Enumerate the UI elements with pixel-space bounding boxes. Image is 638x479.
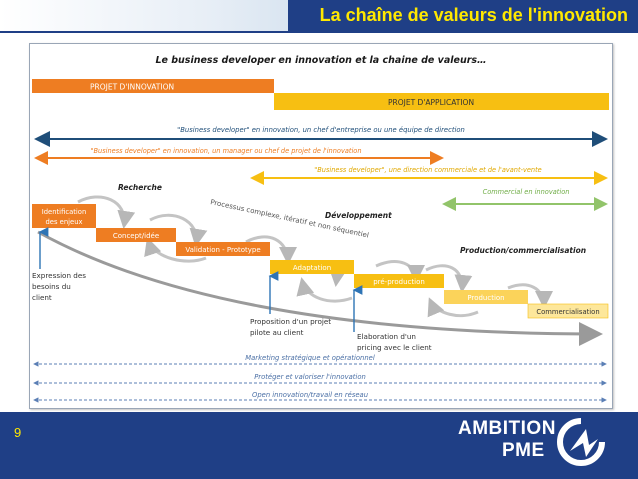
svg-text:Expression des: Expression des (32, 271, 86, 280)
cycle-arrow (296, 277, 353, 303)
note-pricing: Elaboration d'un pricing avec le client (357, 332, 432, 352)
phase-innovation-label: PROJET D'INNOVATION (90, 83, 174, 92)
step-box (176, 242, 270, 256)
svg-text:client: client (32, 293, 52, 302)
logo-text-ambition: AMBITION (458, 418, 556, 439)
arrow-chef-entreprise-label: "Business developer" en innovation, un c… (177, 126, 465, 134)
slide-header: La chaîne de valeurs de l'innovation (0, 0, 638, 33)
cycle-arrow (144, 237, 207, 263)
header-accent (0, 0, 300, 33)
cycle-arrow (245, 235, 297, 265)
label-recherche: Recherche (118, 183, 162, 192)
phase-application-bar (274, 93, 609, 110)
step-label: des enjeux (45, 218, 82, 226)
page-number: 9 (14, 425, 22, 440)
value-chain-diagram: Le business developer en innovation et l… (32, 55, 609, 403)
step-box (354, 274, 444, 288)
svg-text:pilote au client: pilote au client (250, 328, 304, 337)
step-box (270, 260, 354, 274)
step-label: Validation - Prototype (185, 246, 260, 254)
slide-title: La chaîne de valeurs de l'innovation (319, 5, 628, 25)
step-label: pré-production (373, 278, 425, 286)
slide-footer: 9 AMBITION PME (0, 412, 638, 479)
cycle-arrow (77, 195, 136, 229)
step-label: Commercialisation (536, 308, 599, 316)
svg-text:Elaboration d'un: Elaboration d'un (357, 332, 416, 341)
step-label: Adaptation (293, 264, 331, 272)
svg-text:Proposition d'un projet: Proposition d'un projet (250, 317, 331, 326)
step-box (96, 228, 176, 242)
header-divider (0, 31, 638, 33)
arrow-direction-commerciale-label: "Business developer", une direction comm… (314, 166, 541, 174)
arrow-proteger-label: Protéger et valoriser l'innovation (254, 373, 366, 381)
step-box (32, 204, 96, 228)
arrow-marketing-label: Marketing stratégique et opérationnel (245, 354, 375, 362)
arrow-commercial-innovation-label: Commercial en innovation (483, 188, 570, 196)
ambition-pme-logo-icon (557, 418, 605, 466)
cycle-arrow (149, 213, 208, 247)
note-projet-pilote: Proposition d'un projet pilote au client (250, 317, 331, 337)
step-boxes: Identification des enjeux Concept/idée V… (32, 204, 609, 319)
note-besoins: Expression des besoins du client (32, 271, 86, 302)
svg-text:pricing avec le client: pricing avec le client (357, 343, 432, 352)
cycle-arrow (427, 297, 479, 318)
diagram-heading: Le business developer en innovation et l… (155, 55, 486, 66)
step-label: Production (467, 294, 504, 302)
step-label: Concept/idée (113, 232, 159, 240)
label-production-commercialisation: Production/commercialisation (460, 246, 586, 255)
svg-text:besoins du: besoins du (32, 282, 71, 291)
diagram-frame: Le business developer en innovation et l… (29, 43, 613, 409)
arrow-manager-innovation-label: "Business developer" en innovation, un m… (90, 147, 361, 155)
arrow-open-innovation-label: Open innovation/travail en réseau (252, 391, 368, 399)
step-box (444, 290, 528, 304)
label-developpement: Développement (325, 211, 392, 220)
logo-text-pme: PME (502, 440, 545, 461)
phase-application-label: PROJET D'APPLICATION (388, 98, 474, 107)
step-box (527, 303, 609, 319)
phase-innovation-bar (32, 79, 274, 93)
cycle-arrow (425, 264, 473, 293)
step-label: Identification (42, 208, 87, 216)
process-curve (37, 230, 603, 346)
header-title-background: La chaîne de valeurs de l'innovation (288, 0, 638, 33)
cycle-arrow (507, 283, 553, 309)
